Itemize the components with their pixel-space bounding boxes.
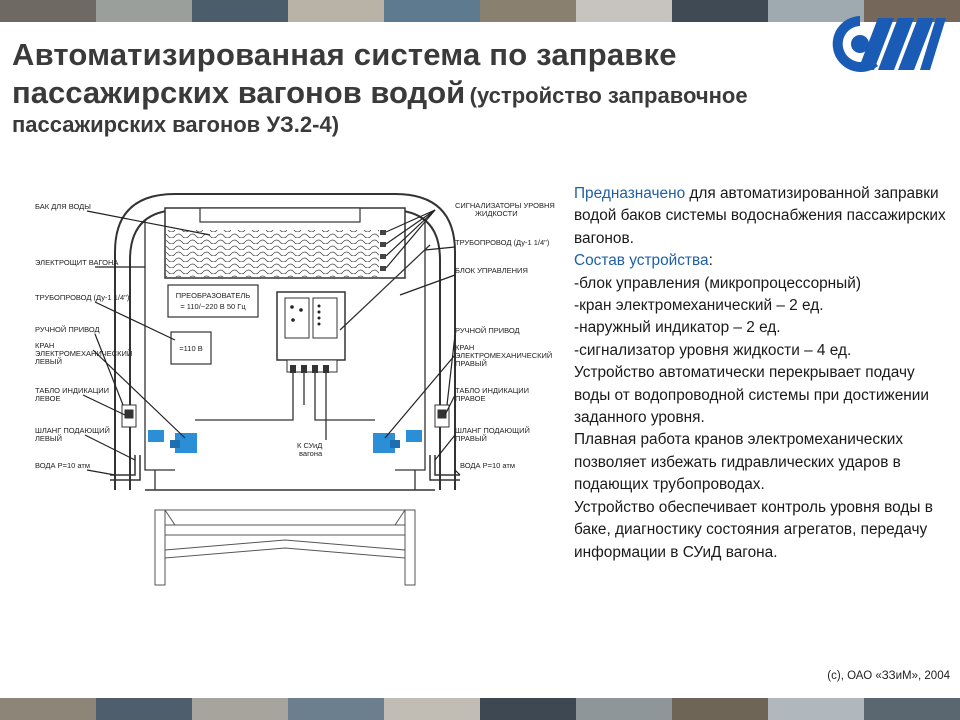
label-sig-1: СИГНАЛИЗАТОРЫ УРОВНЯ (455, 201, 555, 210)
copyright-footer: (c), ОАО «ЗЗиМ», 2004 (827, 670, 950, 682)
left-valve (148, 430, 197, 453)
suid-sub-label: вагона (299, 449, 323, 458)
company-logo (832, 16, 946, 72)
converter-label: ПРЕОБРАЗОВАТЕЛЬ (176, 291, 251, 300)
left-hose (110, 455, 141, 481)
label-block: БЛОК УПРАВЛЕНИЯ (455, 266, 528, 275)
converter-box (167, 284, 259, 318)
title-line-2: пассажирских вагонов водой (12, 74, 466, 110)
label-hose-left-2: ЛЕВЫЙ (35, 434, 62, 443)
right-hose (429, 455, 460, 481)
elshield-box (170, 331, 212, 365)
desc-auto-shutoff: Устройство автоматически перекрывает под… (574, 364, 929, 427)
desc-monitoring: Устройство обеспечивает контроль уровня … (574, 498, 933, 561)
label-manual-right: РУЧНОЙ ПРИВОД (455, 326, 520, 335)
label-valve-right-3: ПРАВЫЙ (455, 359, 487, 368)
label-valve-right-2: ЭЛЕКТРОМЕХАНИЧЕСКИЙ (455, 351, 552, 360)
label-table-right-2: ПРАВОЕ (455, 394, 485, 403)
label-elshield: ЭЛЕКТРОЩИТ ВАГОНА (35, 258, 118, 267)
label-water-right: ВОДА Р=10 атм (460, 461, 515, 470)
desc-composition-heading: Состав устройства: (574, 252, 713, 270)
desc-item: -блок управления (микропроцессорный) (574, 274, 861, 292)
label-hose-left-1: ШЛАНГ ПОДАЮЩИЙ (35, 426, 110, 435)
title-line-3: пассажирских вагонов УЗ.2-4) (12, 111, 340, 137)
label-valve-left-1: КРАН (35, 341, 54, 350)
desc-item: -наружный индикатор – 2 ед. (574, 319, 781, 337)
right-indicator (434, 404, 450, 428)
label-water-left: ВОДА Р=10 атм (35, 461, 90, 470)
bottom-decor-band (0, 698, 960, 720)
title-line-2-sub: (устройство заправочное (469, 82, 748, 108)
description-text: Предназначено для автоматизированной зап… (574, 183, 954, 564)
system-diagram: ПРЕОБРАЗОВАТЕЛЬ = 110/~220 В 50 Гц =110 … (35, 193, 555, 586)
label-pipe-left: ТРУБОПРОВОД (Ду-1 1/4") (35, 293, 130, 302)
desc-purpose: Предназначено для автоматизированной зап… (574, 183, 954, 250)
top-decor-band (0, 0, 960, 22)
label-table-left-2: ЛЕВОЕ (35, 394, 61, 403)
bogie-frame (154, 509, 416, 586)
label-valve-left-2: ЭЛЕКТРОМЕХАНИЧЕСКИЙ (35, 349, 132, 358)
label-pipe-right: ТРУБОПРОВОД (Ду-1 1/4") (455, 238, 550, 247)
label-table-left-1: ТАБЛО ИНДИКАЦИИ (35, 386, 109, 395)
label-tank: БАК ДЛЯ ВОДЫ (35, 202, 91, 211)
page-title: Автоматизированная система по заправке п… (12, 36, 812, 138)
right-valve (373, 430, 422, 453)
voltage-label: =110 В (179, 344, 202, 353)
desc-item: -кран электромеханический – 2 ед. (574, 297, 824, 315)
label-valve-left-3: ЛЕВЫЙ (35, 357, 62, 366)
desc-smooth-operation: Плавная работа кранов электромеханически… (574, 431, 904, 494)
label-hose-right-1: ШЛАНГ ПОДАЮЩИЙ (455, 426, 530, 435)
label-manual-left: РУЧНОЙ ПРИВОД (35, 325, 100, 334)
control-block (276, 291, 346, 373)
water-tank (164, 207, 406, 279)
title-line-1: Автоматизированная система по заправке (12, 37, 677, 72)
label-hose-right-2: ПРАВЫЙ (455, 434, 487, 443)
converter-voltage: = 110/~220 В 50 Гц (180, 302, 246, 311)
left-indicator (121, 404, 137, 428)
suid-label: К СУиД (297, 441, 322, 450)
label-table-right-1: ТАБЛО ИНДИКАЦИИ (455, 386, 529, 395)
label-valve-right-1: КРАН (455, 343, 474, 352)
label-sig-2: ЖИДКОСТИ (475, 209, 518, 218)
desc-item: -сигнализатор уровня жидкости – 4 ед. (574, 341, 852, 359)
desc-purpose-rest: для автоматизированной заправки водой ба… (574, 185, 946, 247)
desc-purpose-lead: Предназначено (574, 185, 686, 202)
